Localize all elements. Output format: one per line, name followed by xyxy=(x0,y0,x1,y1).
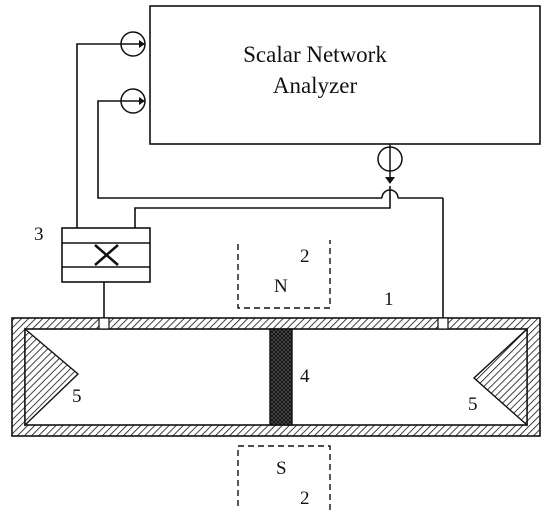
label-load-left: 5 xyxy=(72,386,82,407)
absorbing-load-left xyxy=(24,327,80,427)
label-magnet-top-number: 2 xyxy=(300,246,310,267)
label-sample: 4 xyxy=(300,366,310,387)
magnet-bottom-outline xyxy=(237,445,331,510)
label-magnet-bottom-pole: S xyxy=(276,458,287,479)
output-port-icon xyxy=(377,144,403,184)
magnet-top-outline xyxy=(237,240,331,309)
label-coupler: 3 xyxy=(34,224,44,245)
wire-lower-port-return xyxy=(97,100,382,199)
input-port-upper-icon xyxy=(120,31,146,57)
directional-coupler xyxy=(61,227,151,283)
label-magnet-top-pole: N xyxy=(274,276,288,297)
analyzer-box xyxy=(149,5,541,145)
input-port-lower-icon xyxy=(120,88,146,114)
wire-coupler-to-upper-port xyxy=(76,43,121,228)
label-waveguide: 1 xyxy=(384,289,394,310)
label-load-right: 5 xyxy=(468,394,478,415)
label-magnet-bottom-number: 2 xyxy=(300,488,310,509)
analyzer-title-line2: Analyzer xyxy=(273,73,358,98)
analyzer-title-line1: Scalar Network xyxy=(243,42,387,67)
absorbing-load-right xyxy=(472,327,528,427)
sample-slab xyxy=(269,328,293,426)
wire-coupler-to-output xyxy=(134,186,391,228)
